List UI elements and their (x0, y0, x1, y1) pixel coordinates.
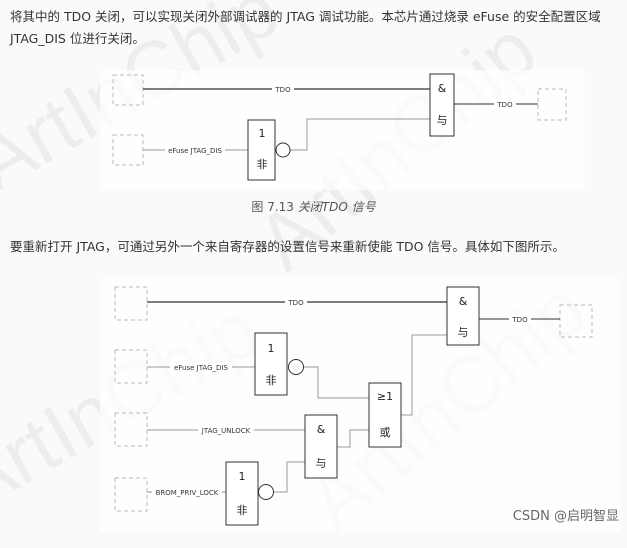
signal-label: TDO (287, 299, 304, 307)
inverter-bubble (258, 484, 274, 500)
figure-2-diagram: TDO TDO eFuse JTAG_DIS JTAG_UNLOCK BROM_… (100, 278, 620, 532)
signal-label: TDO (511, 316, 528, 324)
gate-symbol: & (438, 82, 447, 95)
signal-label: eFuse JTAG_DIS (168, 147, 222, 155)
gate-symbol: & (317, 423, 326, 436)
caption-text: 关闭TDO 信号 (297, 200, 376, 214)
gate-name: 或 (380, 426, 391, 439)
gate-symbol: 1 (259, 127, 266, 140)
not-gate-2 (225, 461, 259, 526)
gate-symbol: 1 (239, 470, 246, 483)
paragraph-1: 将其中的 TDO 关闭，可以实现关闭外部调试器的 JTAG 调试功能。本芯片通过… (10, 9, 601, 46)
gate-name: 非 (237, 504, 248, 517)
figure-1-diagram: TDO TDO eFuse JTAG_DIS & 与 1 非 (100, 70, 585, 190)
signal-label: eFuse JTAG_DIS (174, 364, 228, 372)
figure-caption: 图 7.13 关闭TDO 信号 (0, 198, 627, 215)
caption-number: 图 7.13 (251, 200, 294, 214)
signal-label: TDO (496, 101, 513, 109)
inverter-bubble (275, 142, 291, 158)
not-gate (254, 332, 288, 396)
and-gate (446, 286, 480, 346)
not-gate (247, 119, 276, 181)
or-gate (368, 382, 402, 448)
signal-label: TDO (274, 86, 291, 94)
and-gate-2 (304, 414, 338, 479)
and-gate (429, 73, 455, 137)
gate-name: 与 (437, 114, 448, 127)
signal-label: BROM_PRIV_LOCK (156, 489, 219, 497)
gate-name: 与 (458, 326, 469, 339)
gate-symbol: ≥1 (377, 390, 393, 403)
gate-name: 非 (266, 374, 277, 387)
gate-name: 与 (316, 457, 327, 470)
source-credit: CSDN @启明智显 (512, 509, 619, 524)
diagrams: TDO TDO eFuse JTAG_DIS & 与 1 非 TDO (100, 70, 620, 532)
gate-symbol: & (459, 295, 468, 308)
paragraph-2: 要重新打开 JTAG，可通过另外一个来自寄存器的设置信号来重新使能 TDO 信号… (10, 239, 565, 254)
inverter-bubble (288, 359, 304, 375)
gate-name: 非 (257, 158, 268, 171)
gate-symbol: 1 (268, 342, 275, 355)
input-port-tdo (112, 74, 144, 106)
output-port-tdo (537, 88, 567, 121)
signal-label: JTAG_UNLOCK (201, 427, 251, 435)
